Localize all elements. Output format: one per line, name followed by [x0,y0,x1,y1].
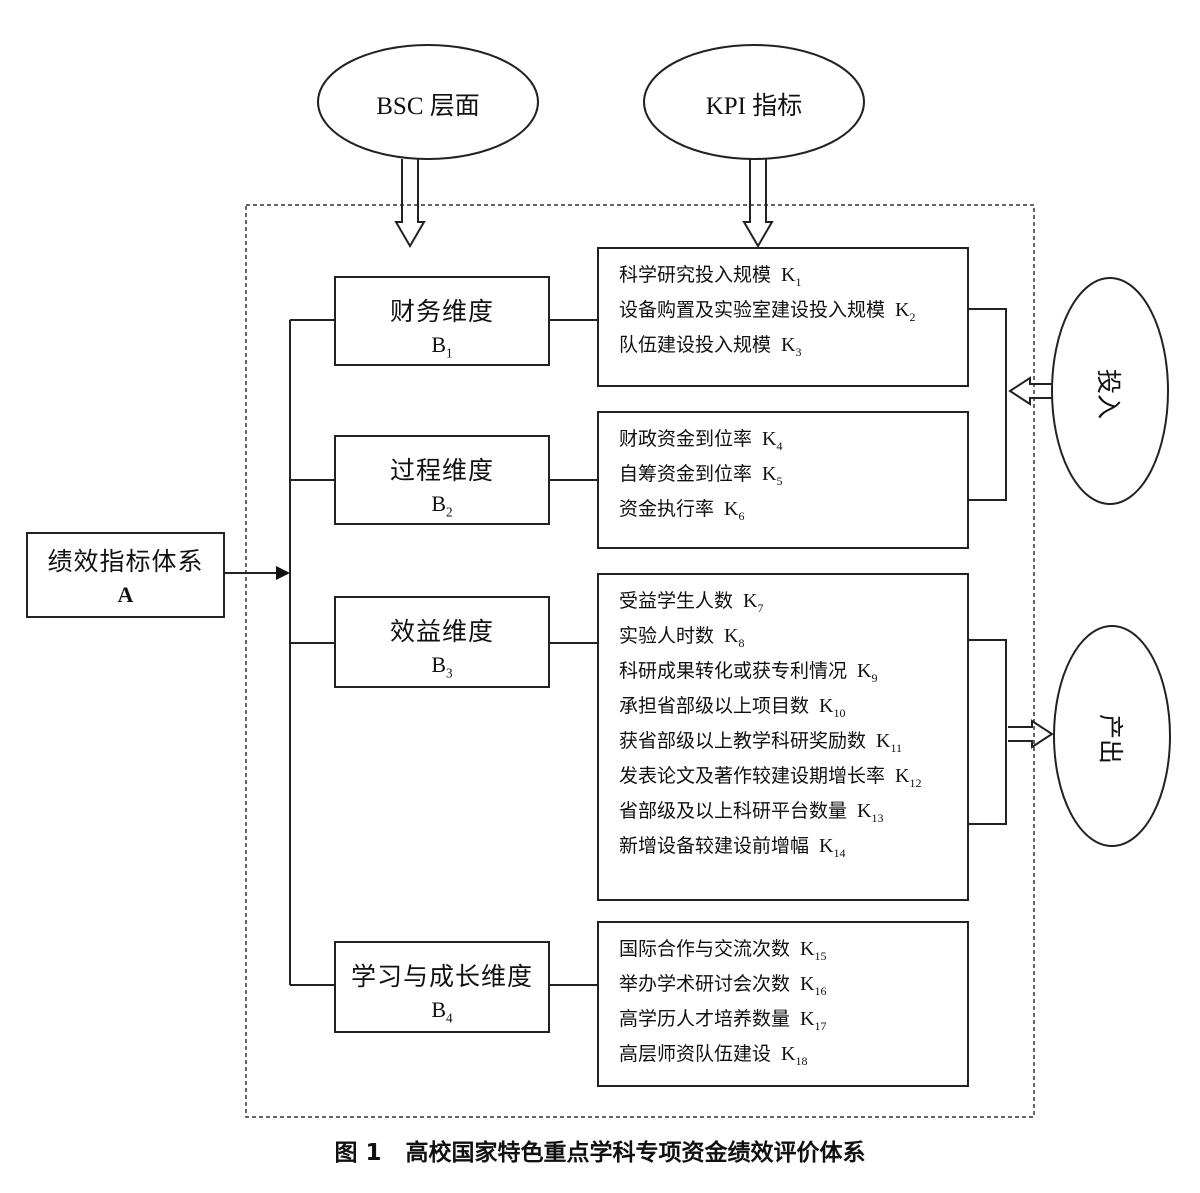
kpi-code: K13 [857,800,884,825]
kpi-item: 自筹资金到位率 K5 [619,460,967,495]
kpi-text: 科研成果转化或获专利情况 [619,660,848,682]
kpi-item: 承担省部级以上项目数 K10 [619,692,967,727]
kpi-ellipse [643,44,865,160]
kpi-code: K15 [800,938,827,963]
figure-caption: 图 1 高校国家特色重点学科专项资金绩效评价体系 [0,1133,1200,1167]
kpi-code: K17 [800,1008,827,1033]
kpi-text: 队伍建设投入规模 [619,334,772,356]
bsc-down-arrow [394,159,426,248]
dimension-name: 学习与成长维度 [350,962,533,991]
kpi-item: 高层师资队伍建设 K18 [619,1040,967,1075]
kpi-code: K7 [743,590,764,615]
bsc-label: BSC 层面 [376,93,480,120]
kpi-item: 新增设备较建设前增幅 K14 [619,832,967,867]
kpi-code: K2 [895,299,916,324]
root-code: A [117,582,134,607]
kpi-text: 国际合作与交流次数 [619,938,791,960]
kpi-code: K1 [781,264,802,289]
kpi-item: 设备购置及实验室建设投入规模 K2 [619,296,967,331]
kpi-code: K18 [781,1043,808,1068]
kpi-text: 举办学术研讨会次数 [619,973,791,995]
dimension-box-b4: 学习与成长维度 B4 [334,941,550,1033]
kpi-text: 获省部级以上教学科研奖励数 [619,730,867,752]
kpi-text: 省部级及以上科研平台数量 [619,800,848,822]
kpi-code: K8 [724,625,745,650]
kpi-item: 获省部级以上教学科研奖励数 K11 [619,727,967,762]
kpi-item: 高学历人才培养数量 K17 [619,1005,967,1040]
kpi-item: 发表论文及著作较建设期增长率 K12 [619,762,967,797]
kpi-text: 资金执行率 [619,498,715,520]
kpi-item: 科学研究投入规模 K1 [619,261,967,296]
kpi-code: K11 [876,730,903,755]
kpi-code: K3 [781,334,802,359]
root-arrowhead [276,566,290,580]
kpi-item: 资金执行率 K6 [619,495,967,530]
kpi-text: 自筹资金到位率 [619,463,753,485]
kpi-item: 受益学生人数 K7 [619,587,967,622]
root-name: 绩效指标体系 [47,547,204,576]
dimension-box-b2: 过程维度 B2 [334,435,550,525]
root-box: 绩效指标体系 A [26,532,225,618]
input-label: 投入 [1094,368,1123,419]
kpi-item: 举办学术研讨会次数 K16 [619,970,967,1005]
bsc-ellipse [317,44,539,160]
kpi-item: 实验人时数 K8 [619,622,967,657]
kpi-text: 高学历人才培养数量 [619,1008,791,1030]
kpi-code: K9 [857,660,878,685]
output-ellipse [1053,625,1171,847]
kpi-code: K5 [762,463,783,488]
kpi-box-financial: 科学研究投入规模 K1 设备购置及实验室建设投入规模 K2 队伍建设投入规模 K3 [597,247,969,387]
kpi-label: KPI 指标 [705,93,803,120]
kpi-text: 财政资金到位率 [619,428,753,450]
output-arrow [1008,719,1054,749]
dimension-code: B3 [431,652,453,681]
output-bracket [968,639,1007,825]
kpi-code: K10 [819,695,846,720]
kpi-item: 省部级及以上科研平台数量 K13 [619,797,967,832]
kpi-code: K6 [724,498,745,523]
kpi-code: K16 [800,973,827,998]
kpi-text: 受益学生人数 [619,590,734,612]
kpi-down-arrow [742,159,774,248]
kpi-text: 高层师资队伍建设 [619,1043,772,1065]
dimension-code: B4 [431,997,453,1026]
kpi-text: 承担省部级以上项目数 [619,695,810,717]
output-label: 产出 [1096,713,1125,764]
dimension-code: B1 [431,332,453,361]
input-arrow [1008,376,1052,406]
kpi-text: 新增设备较建设前增幅 [619,835,810,857]
dashed-frame [245,204,1035,1118]
caption-title: 高校国家特色重点学科专项资金绩效评价体系 [405,1140,866,1166]
kpi-item: 队伍建设投入规模 K3 [619,331,967,366]
kpi-item: 科研成果转化或获专利情况 K9 [619,657,967,692]
kpi-text: 设备购置及实验室建设投入规模 [619,299,886,321]
caption-number: 图 1 [334,1140,382,1166]
dimension-name: 财务维度 [389,297,494,326]
kpi-text: 实验人时数 [619,625,715,647]
kpi-box-benefit: 受益学生人数 K7 实验人时数 K8 科研成果转化或获专利情况 K9 承担省部级以上项目数 K… [597,573,969,901]
input-ellipse [1051,277,1169,505]
kpi-item: 国际合作与交流次数 K15 [619,935,967,970]
kpi-box-growth: 国际合作与交流次数 K15 举办学术研讨会次数 K16 高学历人才培养数量 K17 高层师资… [597,921,969,1087]
kpi-code: K12 [895,765,922,790]
kpi-item: 财政资金到位率 K4 [619,425,967,460]
kpi-text: 科学研究投入规模 [619,264,772,286]
dimension-name: 效益维度 [389,617,494,646]
dimension-box-b1: 财务维度 B1 [334,276,550,366]
dimension-name: 过程维度 [389,456,494,485]
kpi-code: K4 [762,428,783,453]
dimension-code: B2 [431,491,453,520]
dimension-box-b3: 效益维度 B3 [334,596,550,688]
kpi-code: K14 [819,835,846,860]
kpi-box-process: 财政资金到位率 K4 自筹资金到位率 K5 资金执行率 K6 [597,411,969,549]
kpi-text: 发表论文及著作较建设期增长率 [619,765,886,787]
input-bracket [968,308,1007,501]
